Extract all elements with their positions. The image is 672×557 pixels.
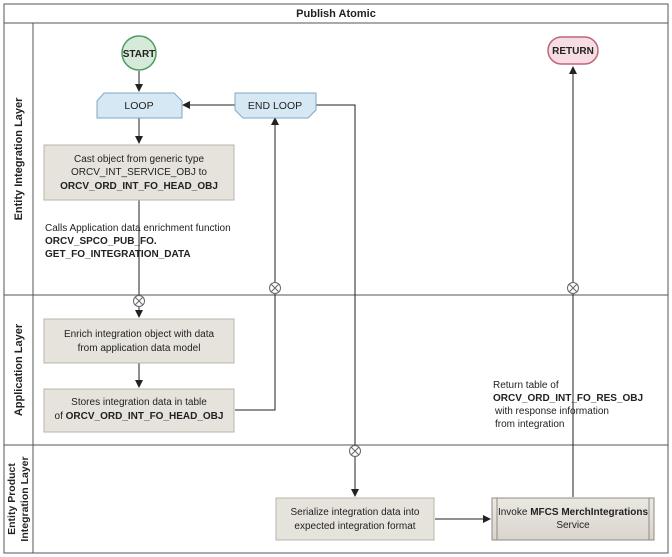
returns-line-4: from integration <box>495 419 564 430</box>
cast-line-3: ORCV_ORD_INT_FO_HEAD_OBJ <box>60 181 218 192</box>
invoke-service-box: Invoke MFCS MerchIntegrations Service <box>491 497 655 541</box>
serialize-line-2: expected integration format <box>294 521 415 532</box>
stores-line-2-bold: ORCV_ORD_INT_FO_HEAD_OBJ <box>66 411 224 422</box>
invoke-bold: MFCS MerchIntegrations <box>530 507 648 518</box>
stores-box: Stores integration data in table of ORCV… <box>43 388 235 433</box>
enrich-line-1: Enrich integration object with data <box>64 329 215 340</box>
end-loop-node: END LOOP <box>234 92 317 119</box>
lane-label-entity-integration: Entity Integration Layer <box>13 97 25 221</box>
returns-line-3: with response information <box>494 406 609 417</box>
returns-line-1: Return table of <box>493 380 559 391</box>
enrich-line-2: from application data model <box>78 343 201 354</box>
return-node: RETURN <box>547 36 599 65</box>
return-annotation: Return table of ORCV_ORD_INT_FO_RES_OBJ … <box>493 380 643 430</box>
calls-line-3: GET_FO_INTEGRATION_DATA <box>45 249 191 260</box>
loop-node: LOOP <box>96 92 183 119</box>
serialize-box: Serialize integration data into expected… <box>275 497 435 541</box>
edge-endloop-serialize <box>316 104 359 497</box>
junction-cast-enrich <box>133 295 145 307</box>
calls-annotation: Calls Application data enrichment functi… <box>45 223 231 260</box>
invoke-line-1: Invoke MFCS MerchIntegrations <box>498 507 648 518</box>
cast-object-box: Cast object from generic type ORCV_INT_S… <box>43 144 235 201</box>
edge-stores-endloop <box>235 117 279 411</box>
enrich-box: Enrich integration object with data from… <box>43 318 235 364</box>
junction-endloop-serialize <box>349 445 361 457</box>
diagram-title: Publish Atomic <box>296 8 376 20</box>
end-loop-label: END LOOP <box>248 100 302 112</box>
stores-line-1: Stores integration data in table <box>71 397 207 408</box>
cast-line-2: ORCV_INT_SERVICE_OBJ to <box>71 167 207 178</box>
junction-stores-endloop <box>269 282 281 294</box>
cast-line-1: Cast object from generic type <box>74 154 204 165</box>
serialize-line-1: Serialize integration data into <box>291 507 420 518</box>
lane-label-application: Application Layer <box>13 323 25 416</box>
invoke-line-2: Service <box>556 520 590 531</box>
return-label: RETURN <box>552 46 594 57</box>
calls-line-2: ORCV_SPCO_PUB_FO. <box>45 236 157 247</box>
stores-line-2-prefix: of <box>55 411 66 422</box>
stores-line-2: of ORCV_ORD_INT_FO_HEAD_OBJ <box>55 411 224 422</box>
start-label: START <box>123 49 156 60</box>
calls-line-1: Calls Application data enrichment functi… <box>45 223 231 234</box>
diagram-frame <box>3 3 669 554</box>
junction-invoke-return <box>567 282 579 294</box>
start-node: START <box>121 35 157 71</box>
invoke-prefix: Invoke <box>498 507 530 518</box>
returns-line-2: ORCV_ORD_INT_FO_RES_OBJ <box>493 393 643 404</box>
lane-label-entity-product-2: Integration Layer <box>19 456 31 541</box>
lane-label-entity-product-1: Entity Product <box>6 463 18 535</box>
loop-label: LOOP <box>124 100 153 112</box>
